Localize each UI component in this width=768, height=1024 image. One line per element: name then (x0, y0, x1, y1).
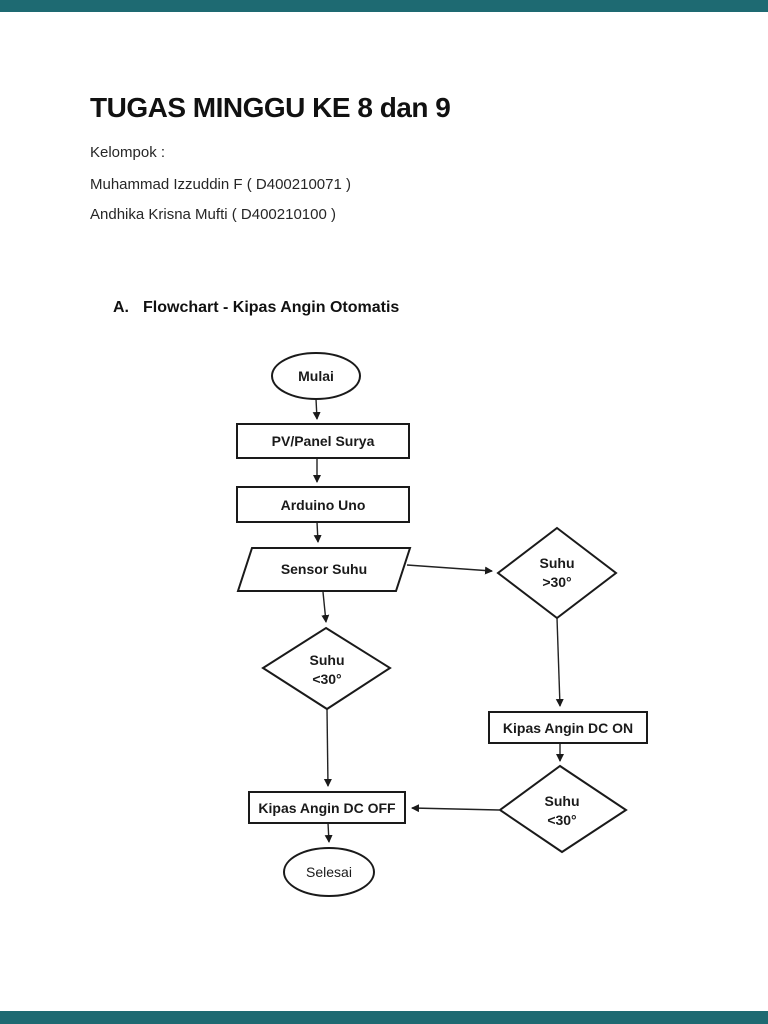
decision-lt30-b-line2: <30° (547, 812, 577, 828)
member-line-2: Andhika Krisna Mufti ( D400210100 ) (90, 206, 336, 223)
arduino-process-shape (236, 486, 410, 523)
start-label: Mulai (298, 368, 334, 384)
end-terminator-shape (283, 847, 375, 897)
member-line-1: Muhammad Izzuddin F ( D400210071 ) (90, 176, 351, 193)
arrow-sensor-to-decision-lt30 (321, 591, 330, 623)
decision-lt30-b-label: Suhu <30° (522, 792, 602, 830)
sensor-label: Sensor Suhu (280, 561, 368, 577)
pv-process-shape (236, 423, 410, 459)
fan-off-label: Kipas Angin DC OFF (258, 800, 396, 816)
section-index: A. (113, 299, 129, 316)
decision-gt30-line2: >30° (542, 574, 572, 590)
arrow-decision-lt30-to-fan-off (323, 708, 332, 787)
section-heading: A. Flowchart - Kipas Angin Otomatis (113, 299, 399, 317)
decision-gt30-label: Suhu >30° (517, 554, 597, 592)
arrow-decision-lt30b-to-fan-off (411, 804, 500, 813)
start-terminator-shape (271, 352, 361, 400)
decision-gt30-line1: Suhu (539, 555, 575, 571)
end-label: Selesai (306, 864, 352, 880)
fan-on-label: Kipas Angin DC ON (502, 720, 634, 736)
group-label: Kelompok : (90, 144, 166, 161)
arrow-start-to-pv (312, 398, 321, 420)
decision-lt30-a-line1: Suhu (309, 652, 345, 668)
decision-lt30-a-label: Suhu <30° (287, 651, 367, 689)
decision-gt30-shape (496, 526, 618, 620)
decision-lt30-a-shape (261, 626, 392, 711)
decision-lt30-a-line2: <30° (312, 671, 342, 687)
arrow-fan-off-to-end (324, 822, 333, 843)
pv-label: PV/Panel Surya (271, 433, 375, 449)
arrow-arduino-to-sensor (313, 521, 322, 543)
decision-lt30-b-shape (498, 764, 628, 854)
page-title: TUGAS MINGGU KE 8 dan 9 (90, 92, 451, 123)
fan-on-process-shape (488, 711, 648, 744)
decision-lt30-b-line1: Suhu (544, 793, 580, 809)
arduino-label: Arduino Uno (280, 497, 366, 513)
arrow-decision-gt30-to-fan-on (555, 617, 564, 707)
top-edge-band (0, 0, 768, 12)
arrow-sensor-to-decision-gt30 (406, 564, 493, 575)
section-heading-text: Flowchart - Kipas Angin Otomatis (143, 299, 400, 316)
bottom-edge-band (0, 1011, 768, 1024)
fan-off-process-shape (248, 791, 406, 824)
sensor-io-shape (236, 547, 412, 592)
